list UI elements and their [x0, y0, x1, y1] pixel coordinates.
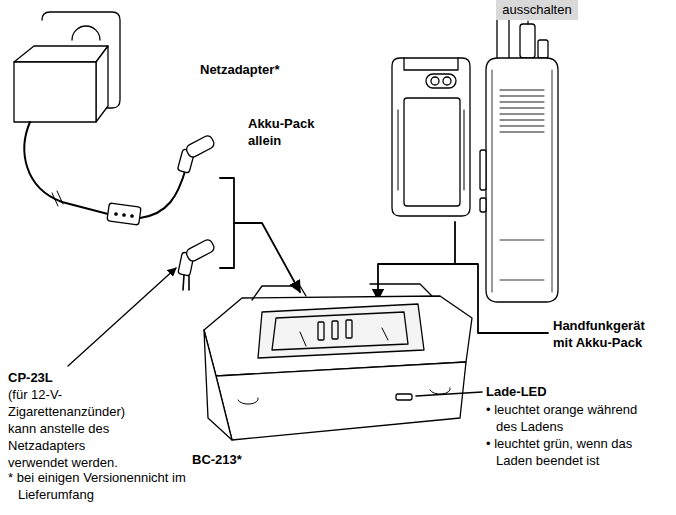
- battery-pack: [392, 58, 470, 216]
- cp-23l-plug: [68, 238, 216, 366]
- node-text: ausschalten: [502, 2, 571, 18]
- part-name: Handfunkgerät mit Akku-Pack: [553, 318, 665, 352]
- footnote: * bei einigen Versionennicht im Lieferum…: [8, 470, 233, 504]
- part-name: Akku-Pack allein: [248, 116, 328, 150]
- power-adapter: [14, 12, 216, 225]
- note-text: • leuchtet orange während des Ladens: [486, 402, 656, 436]
- charger-cradle: [204, 284, 482, 440]
- note-text: • leuchtet grün, wenn das Laden beendet …: [486, 436, 666, 470]
- switch-callout: ausschalten: [496, 0, 577, 20]
- part-name: Lade-LED: [486, 384, 606, 401]
- part-name: Netzadapter*: [200, 62, 320, 79]
- connection-bracket: [220, 178, 300, 292]
- handheld-radio: [480, 6, 558, 302]
- note-text: (für 12-V-Zigarettenanzünder) kann anste…: [8, 387, 136, 471]
- part-name: BC-213*: [192, 452, 282, 469]
- leader-line: [527, 21, 528, 24]
- part-name: CP-23L: [8, 370, 68, 387]
